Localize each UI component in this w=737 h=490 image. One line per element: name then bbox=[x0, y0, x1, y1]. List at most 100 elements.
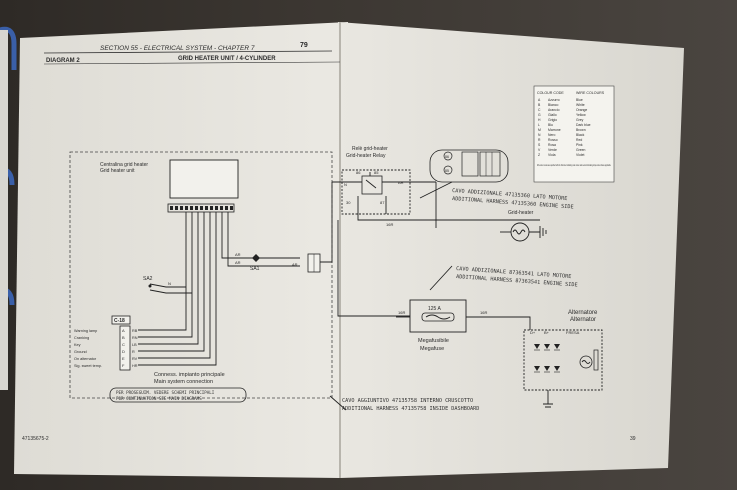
heater-unit-label-it: Centralina grid heater bbox=[100, 162, 148, 168]
legend-it: Bianco bbox=[548, 103, 558, 107]
pin-mark bbox=[215, 206, 218, 210]
grid-heater-label: Grid-heater bbox=[508, 210, 534, 216]
svg-text:AR: AR bbox=[235, 252, 241, 257]
grid-heater-relay: Relè grid-heater Grid-heater Relay 86 85… bbox=[332, 146, 540, 227]
page-top-number: 79 bbox=[300, 42, 308, 49]
c18-pin-label: D bbox=[122, 349, 125, 354]
diode bbox=[554, 366, 560, 371]
c18-pin-label: A bbox=[122, 328, 125, 333]
bundle-wires bbox=[138, 212, 300, 366]
fuse-label-en: Megafuse bbox=[420, 346, 444, 352]
binder-rings bbox=[0, 26, 17, 390]
heater-unit-pins bbox=[170, 206, 233, 210]
legend-en: Pink bbox=[576, 143, 583, 147]
dashboard-harness-boundary bbox=[69, 151, 333, 399]
legend-note: Wire colour codes are specified with the… bbox=[537, 163, 611, 167]
legend-en: White bbox=[576, 103, 585, 107]
svg-text:D+: D+ bbox=[530, 330, 536, 335]
fuse-label-it: Megafusibile bbox=[418, 338, 449, 344]
c18-wire-code: R bbox=[132, 350, 135, 354]
diagram-label: DIAGRAM 2 bbox=[46, 58, 80, 64]
indicator-item: Sig. sweet temp. bbox=[74, 364, 102, 368]
diode bbox=[544, 344, 550, 349]
diode bbox=[554, 344, 560, 349]
legend-code: N bbox=[538, 133, 541, 137]
svg-text:85: 85 bbox=[374, 170, 379, 175]
pin-mark bbox=[195, 206, 198, 210]
legend-code: G bbox=[538, 113, 541, 117]
heater-unit-label-en: Grid heater unit bbox=[100, 168, 135, 174]
legend-it: Verde bbox=[548, 148, 557, 152]
legend-en: Red bbox=[576, 138, 582, 142]
svg-text:B+: B+ bbox=[544, 330, 550, 335]
legend-code: B bbox=[538, 103, 541, 107]
alternator-label-en: Alternator bbox=[570, 317, 596, 323]
indicator-item: Cranking bbox=[74, 336, 89, 340]
pin-mark bbox=[230, 206, 233, 210]
svg-text:16R: 16R bbox=[398, 310, 405, 315]
pin-mark bbox=[190, 206, 193, 210]
legend-it: Blu bbox=[548, 123, 553, 127]
c18-pin-label: E bbox=[122, 356, 125, 361]
megafuse: 125 A 16R 16R Megafusibile Megafuse bbox=[396, 299, 531, 352]
alternator-diodes bbox=[534, 344, 560, 373]
pin-mark bbox=[180, 206, 183, 210]
left-page bbox=[14, 22, 348, 478]
svg-text:AR: AR bbox=[292, 262, 298, 267]
legend-it: Azzurro bbox=[548, 98, 560, 102]
dash-cable-en: ADDITIONAL HARNESS 47135758 INSIDE DASHB… bbox=[342, 406, 479, 412]
legend-it: Rosso bbox=[548, 138, 558, 142]
legend-en: Grey bbox=[576, 118, 584, 122]
legend-it: Arancio bbox=[548, 108, 560, 112]
legend-code: S bbox=[538, 143, 541, 147]
c18-wire-code: RV bbox=[132, 357, 138, 361]
legend-it: Marrone bbox=[548, 128, 561, 132]
legend-it: Viola bbox=[548, 153, 556, 157]
round-connector-view: 86 85 bbox=[429, 149, 509, 183]
continuation-note-it: PER PROSEGUIM. VEDERE SCHEMI PRINCIPALI bbox=[116, 390, 215, 395]
svg-text:N: N bbox=[168, 281, 171, 286]
svg-text:16R: 16R bbox=[480, 310, 487, 315]
svg-text:30: 30 bbox=[346, 200, 351, 205]
dashboard-harness-label: CAVO AGGIUNTIVO 47135758 INTERNO CRUSCOT… bbox=[329, 395, 479, 412]
svg-text:86: 86 bbox=[445, 155, 449, 159]
legend-it: Grigio bbox=[548, 118, 557, 122]
sa1-splice: SA1 AR AR AR bbox=[235, 252, 298, 272]
legend-en: Blue bbox=[576, 98, 583, 102]
legend-it: Giallo bbox=[548, 113, 557, 117]
svg-text:AR: AR bbox=[398, 180, 404, 185]
diode bbox=[544, 366, 550, 371]
c18-pin-label: C bbox=[122, 342, 125, 347]
c18-wire-code: RB bbox=[132, 329, 138, 333]
svg-text:FRESA: FRESA bbox=[566, 330, 580, 335]
c18-pin-label: B bbox=[122, 335, 125, 340]
sa2-label: SA2 bbox=[143, 276, 153, 282]
legend-code: C bbox=[538, 108, 541, 112]
continuation-note-en: FOR CONTINUATION SEE MAIN DIAGRAMS bbox=[116, 396, 202, 401]
main-connection-it: Conness. impianto principale bbox=[154, 372, 225, 378]
grid-heater-element: Grid-heater bbox=[500, 210, 547, 242]
pin-mark bbox=[205, 206, 208, 210]
svg-text:16R: 16R bbox=[386, 222, 393, 227]
legend-it: Nero bbox=[548, 133, 555, 137]
inline-connector bbox=[307, 182, 333, 273]
c18-pin-label: F bbox=[122, 363, 125, 368]
legend-code: L bbox=[538, 123, 540, 127]
fuse-rating: 125 A bbox=[428, 306, 441, 312]
main-connection: Conness. impianto principale Main system… bbox=[109, 372, 247, 403]
legend-en: Dark blue bbox=[576, 123, 591, 127]
legend-en: Green bbox=[576, 148, 586, 152]
legend-en: Violet bbox=[576, 153, 584, 157]
c18-wire-code: HR bbox=[132, 364, 138, 368]
svg-text:86: 86 bbox=[356, 170, 361, 175]
indicator-item: On alternator bbox=[74, 357, 97, 361]
diode bbox=[534, 366, 540, 371]
legend-code: H bbox=[538, 118, 541, 122]
dash-cable-it: CAVO AGGIUNTIVO 47135758 INTERNO CRUSCOT… bbox=[342, 398, 473, 404]
c18-wire-code: RN bbox=[132, 336, 138, 340]
